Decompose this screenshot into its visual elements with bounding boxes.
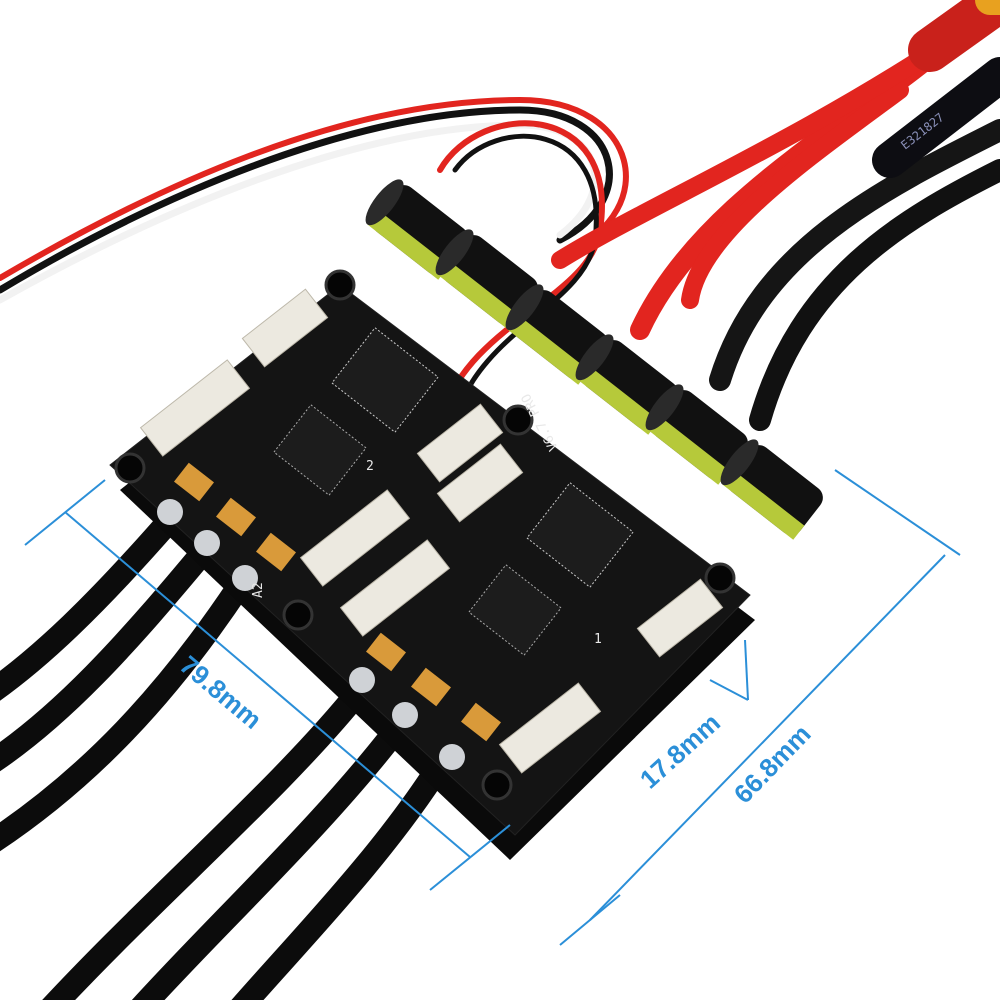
solder-joints: [157, 499, 465, 770]
copper-pads: [174, 462, 501, 742]
motor-cables: [0, 508, 452, 1000]
power-cables: [551, 0, 1000, 431]
mounting-screws: [114, 269, 736, 801]
capacitors: [365, 179, 823, 540]
board-index-1: 1: [594, 632, 602, 647]
dimension-lines: [24, 469, 961, 946]
microcontrollers: [273, 327, 634, 656]
phase-label: A2: [251, 582, 266, 598]
jst-connectors: [139, 288, 724, 774]
board-index-2: 2: [366, 459, 374, 474]
length-dimension-label: 79.8mm: [174, 650, 267, 735]
